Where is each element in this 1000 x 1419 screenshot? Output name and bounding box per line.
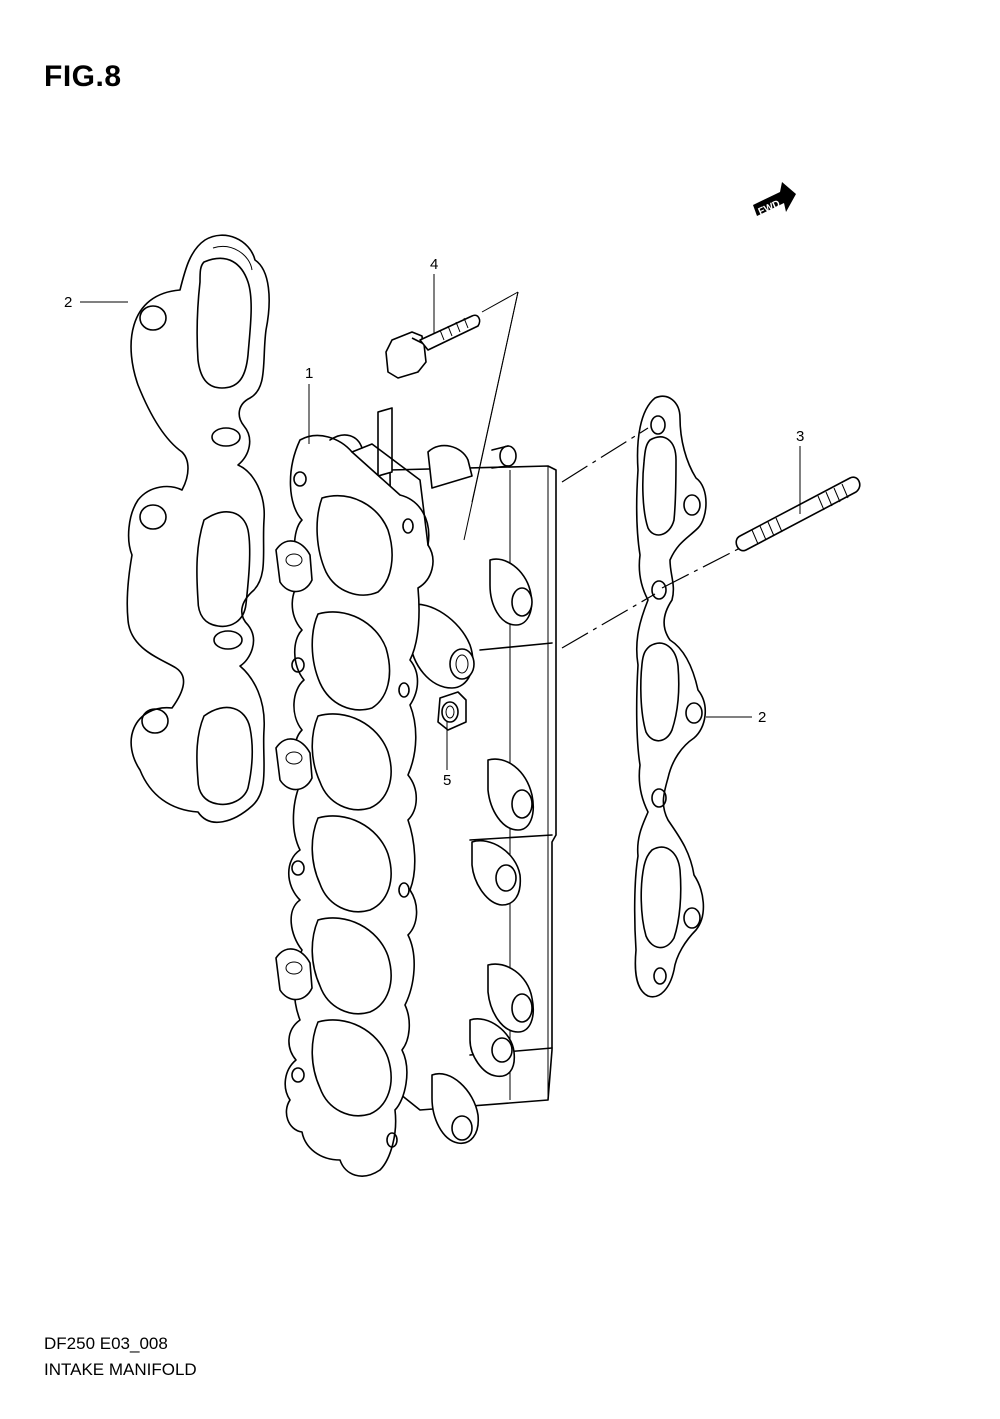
callout-5: 5 <box>443 772 452 789</box>
fwd-arrow-icon: FWD <box>753 182 796 218</box>
figure-title: FIG.8 <box>44 60 122 93</box>
gasket-left <box>126 234 270 823</box>
callout-4: 4 <box>430 256 439 273</box>
callout-1: 1 <box>305 365 314 382</box>
diagram-code: DF250 E03_008 <box>44 1334 168 1353</box>
diagram-name: INTAKE MANIFOLD <box>44 1360 197 1379</box>
callout-2-right: 2 <box>758 709 767 726</box>
gasket-right <box>633 395 707 998</box>
callout-3: 3 <box>796 428 805 445</box>
stud <box>735 476 861 552</box>
bolt <box>385 314 481 379</box>
alignment-lines <box>561 427 749 649</box>
leader-lines <box>80 274 801 770</box>
fwd-label: FWD <box>757 198 782 217</box>
nut <box>437 691 467 731</box>
intake-manifold <box>275 407 557 1177</box>
callout-2-left: 2 <box>64 294 73 311</box>
